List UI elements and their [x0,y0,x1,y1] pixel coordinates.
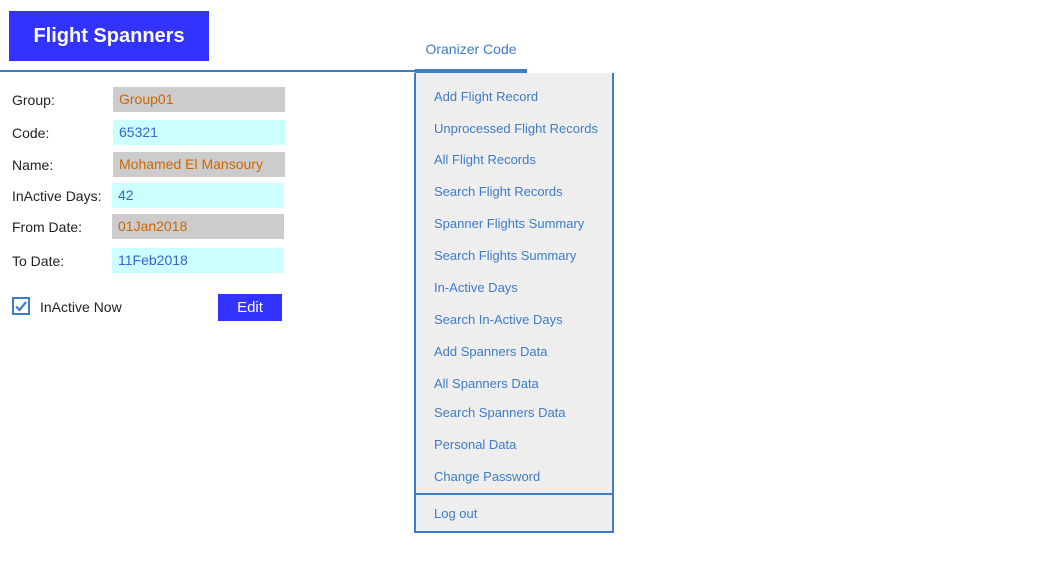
menu-item-add-spanners-data[interactable]: Add Spanners Data [434,344,548,359]
name-label: Name: [12,157,54,173]
code-label: Code: [12,125,50,141]
to-date-field[interactable]: 11Feb2018 [112,248,284,273]
tab-active-indicator [415,69,527,73]
menu-item-log-out[interactable]: Log out [434,506,478,521]
group-field: Group01 [113,87,285,112]
menu-item-change-password[interactable]: Change Password [434,469,541,484]
to-date-label: To Date: [12,253,65,269]
inactive-now-label: InActive Now [40,299,122,315]
group-label: Group: [12,92,55,108]
menu-item-search-in-active-days[interactable]: Search In-Active Days [434,312,563,327]
code-field[interactable]: 65321 [113,120,285,145]
menu-item-all-flight-records[interactable]: All Flight Records [434,152,536,167]
header-divider [0,70,415,72]
edit-button[interactable]: Edit [218,294,282,321]
app-logo[interactable]: Flight Spanners [9,11,209,61]
from-date-field: 01Jan2018 [112,214,284,239]
menu-item-add-flight-record[interactable]: Add Flight Record [434,89,539,104]
menu-item-all-spanners-data[interactable]: All Spanners Data [434,376,539,391]
inactive-now-checkbox[interactable] [12,297,30,315]
tab-organizer-code[interactable]: Oranizer Code [425,41,517,57]
menu-item-unprocessed-flight-records[interactable]: Unprocessed Flight Records [434,121,599,136]
menu-divider [416,493,612,495]
menu-item-search-spanners-data[interactable]: Search Spanners Data [434,405,566,420]
checkmark-icon [15,301,27,312]
menu-item-search-flights-summary[interactable]: Search Flights Summary [434,248,577,263]
menu-item-spanner-flights-summary[interactable]: Spanner Flights Summary [434,216,585,231]
menu-item-search-flight-records[interactable]: Search Flight Records [434,184,563,199]
from-date-label: From Date: [12,219,83,235]
organizer-dropdown-menu: Add Flight Record Unprocessed Flight Rec… [414,73,614,533]
menu-item-personal-data[interactable]: Personal Data [434,437,517,452]
inactive-days-field[interactable]: 42 [112,183,284,208]
inactive-days-label: InActive Days: [12,188,102,204]
menu-item-in-active-days[interactable]: In-Active Days [434,280,518,295]
name-field: Mohamed El Mansoury [113,152,285,177]
